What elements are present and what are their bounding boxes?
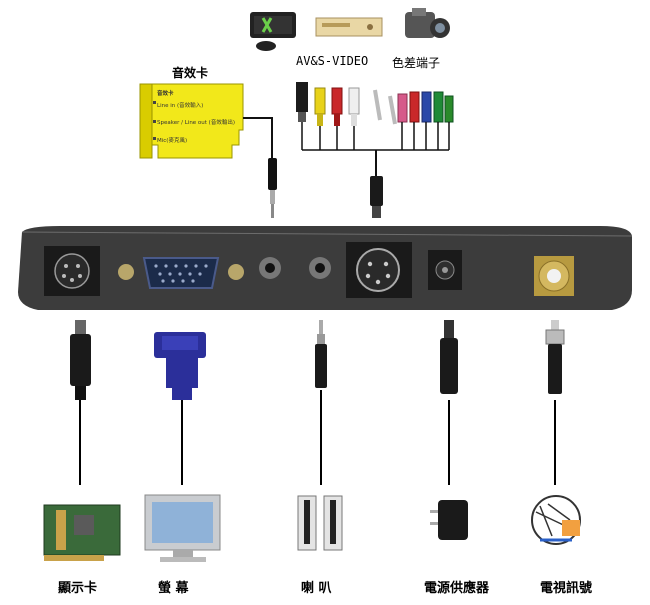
- cable-lines: [79, 390, 556, 485]
- av-svideo-label: AV&S-VIDEO: [296, 54, 369, 68]
- soundcard-line-4: Mic(麥克風): [157, 138, 188, 144]
- vga-plug-bottom: [154, 332, 206, 400]
- f-plug-bottom: [545, 320, 565, 394]
- tv-antenna-icon: [531, 495, 581, 545]
- speakers-label: 喇 叭: [301, 581, 332, 596]
- dvd-player-icon: [315, 17, 383, 37]
- audio-plug-bottom: [315, 320, 327, 388]
- monitor-label: 螢 幕: [158, 581, 189, 596]
- sound-card-icon: [139, 83, 244, 159]
- speakers-icon: [297, 495, 343, 551]
- svideo-plug-bottom: [70, 320, 91, 400]
- monitor-icon: [144, 494, 221, 562]
- game-console-icon: [250, 12, 296, 51]
- audio-plug-top: [268, 158, 277, 218]
- soundcard-line-2: Line in (音效輸入): [157, 103, 204, 109]
- component-label: 色差端子: [392, 56, 441, 70]
- display-card-label: 顯示卡: [58, 581, 98, 596]
- power-supply-label: 電源供應器: [424, 581, 490, 596]
- camcorder-icon: [405, 8, 450, 38]
- display-card-icon: [43, 504, 121, 561]
- soundcard-line-1: 音效卡: [157, 91, 174, 97]
- tv-box-device: [18, 226, 633, 310]
- tv-signal-label: 電視訊號: [540, 581, 593, 596]
- dc-plug-bottom: [440, 320, 458, 394]
- soundcard-title: 音效卡: [172, 66, 209, 80]
- soundcard-line-3: Speaker / Line out (音效輸出): [157, 120, 235, 126]
- power-adapter-icon: [430, 500, 468, 540]
- av-connector-group: [296, 82, 454, 218]
